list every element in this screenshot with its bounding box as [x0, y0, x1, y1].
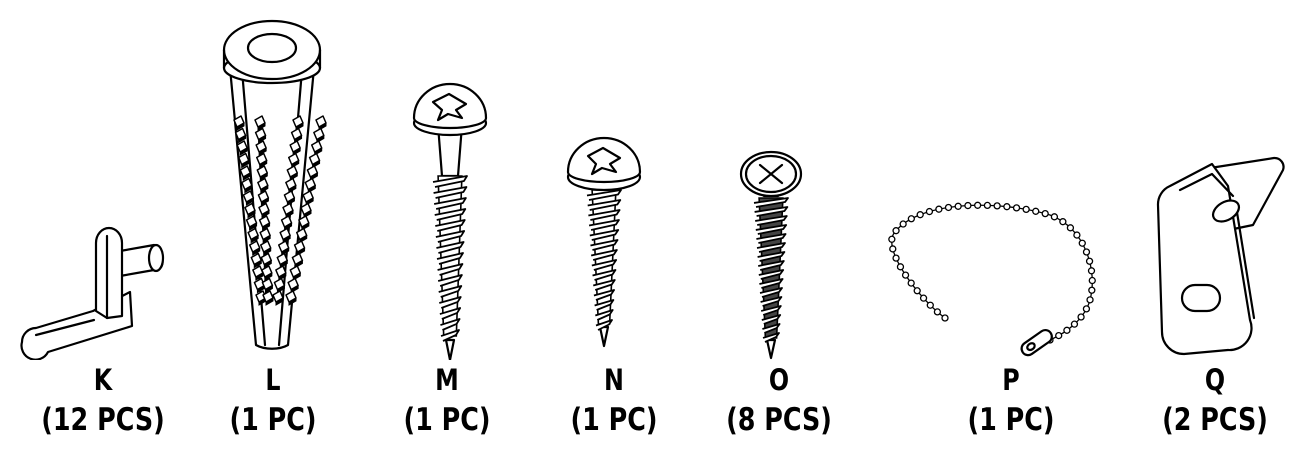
- part-n: N (1 PC): [529, 362, 699, 442]
- part-k: K (12 PCS): [18, 362, 188, 442]
- part-l: L (1 PC): [188, 362, 358, 442]
- part-p: P (1 PC): [926, 362, 1096, 442]
- round-head-screw-icon-m: [412, 82, 488, 360]
- parts-illustration: [20, 19, 1285, 360]
- round-head-screw-icon-n: [566, 136, 642, 348]
- ball-chain-icon: [888, 201, 1096, 357]
- part-q: Q (2 PCS): [1130, 362, 1300, 442]
- part-quantity: (1 PC): [403, 402, 491, 438]
- part-quantity: (8 PCS): [726, 402, 832, 438]
- part-letter: M: [435, 363, 459, 397]
- flat-head-screw-icon: [739, 150, 803, 360]
- angle-bracket-icon: [1156, 156, 1285, 356]
- part-o: O (8 PCS): [694, 362, 864, 442]
- part-letter: L: [265, 363, 281, 397]
- part-quantity: (12 PCS): [41, 402, 165, 438]
- part-letter: N: [604, 363, 624, 397]
- part-quantity: (1 PC): [967, 402, 1055, 438]
- part-quantity: (1 PC): [570, 402, 658, 438]
- part-letter: P: [1002, 363, 1020, 397]
- wall-anchor-icon: [222, 19, 327, 350]
- part-quantity: (2 PCS): [1162, 402, 1268, 438]
- part-m: M (1 PC): [362, 362, 532, 442]
- part-quantity: (1 PC): [229, 402, 317, 438]
- part-letter: Q: [1204, 363, 1226, 397]
- part-letter: K: [93, 363, 113, 397]
- part-letter: O: [768, 363, 790, 397]
- shelf-support-pin-icon: [20, 226, 165, 360]
